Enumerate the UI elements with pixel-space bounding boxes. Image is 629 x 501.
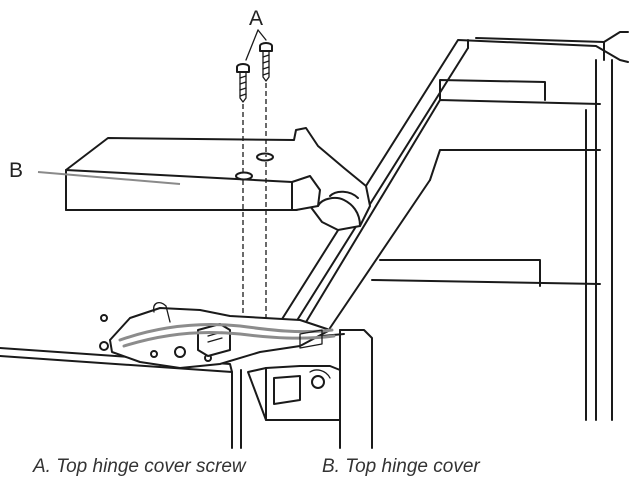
screws	[236, 29, 273, 103]
caption-screw: A. Top hinge cover screw	[33, 456, 246, 477]
door	[271, 31, 629, 449]
callout-label-b: B	[9, 159, 24, 182]
lower-hinge	[247, 365, 341, 421]
callout-label-a: A	[249, 7, 264, 30]
cabinet-top	[0, 347, 242, 449]
hinge-plate	[99, 301, 336, 369]
alignment-lines	[242, 83, 267, 318]
callout-b-leader	[37, 171, 181, 185]
caption-hinge-cover: B. Top hinge cover	[322, 456, 480, 477]
